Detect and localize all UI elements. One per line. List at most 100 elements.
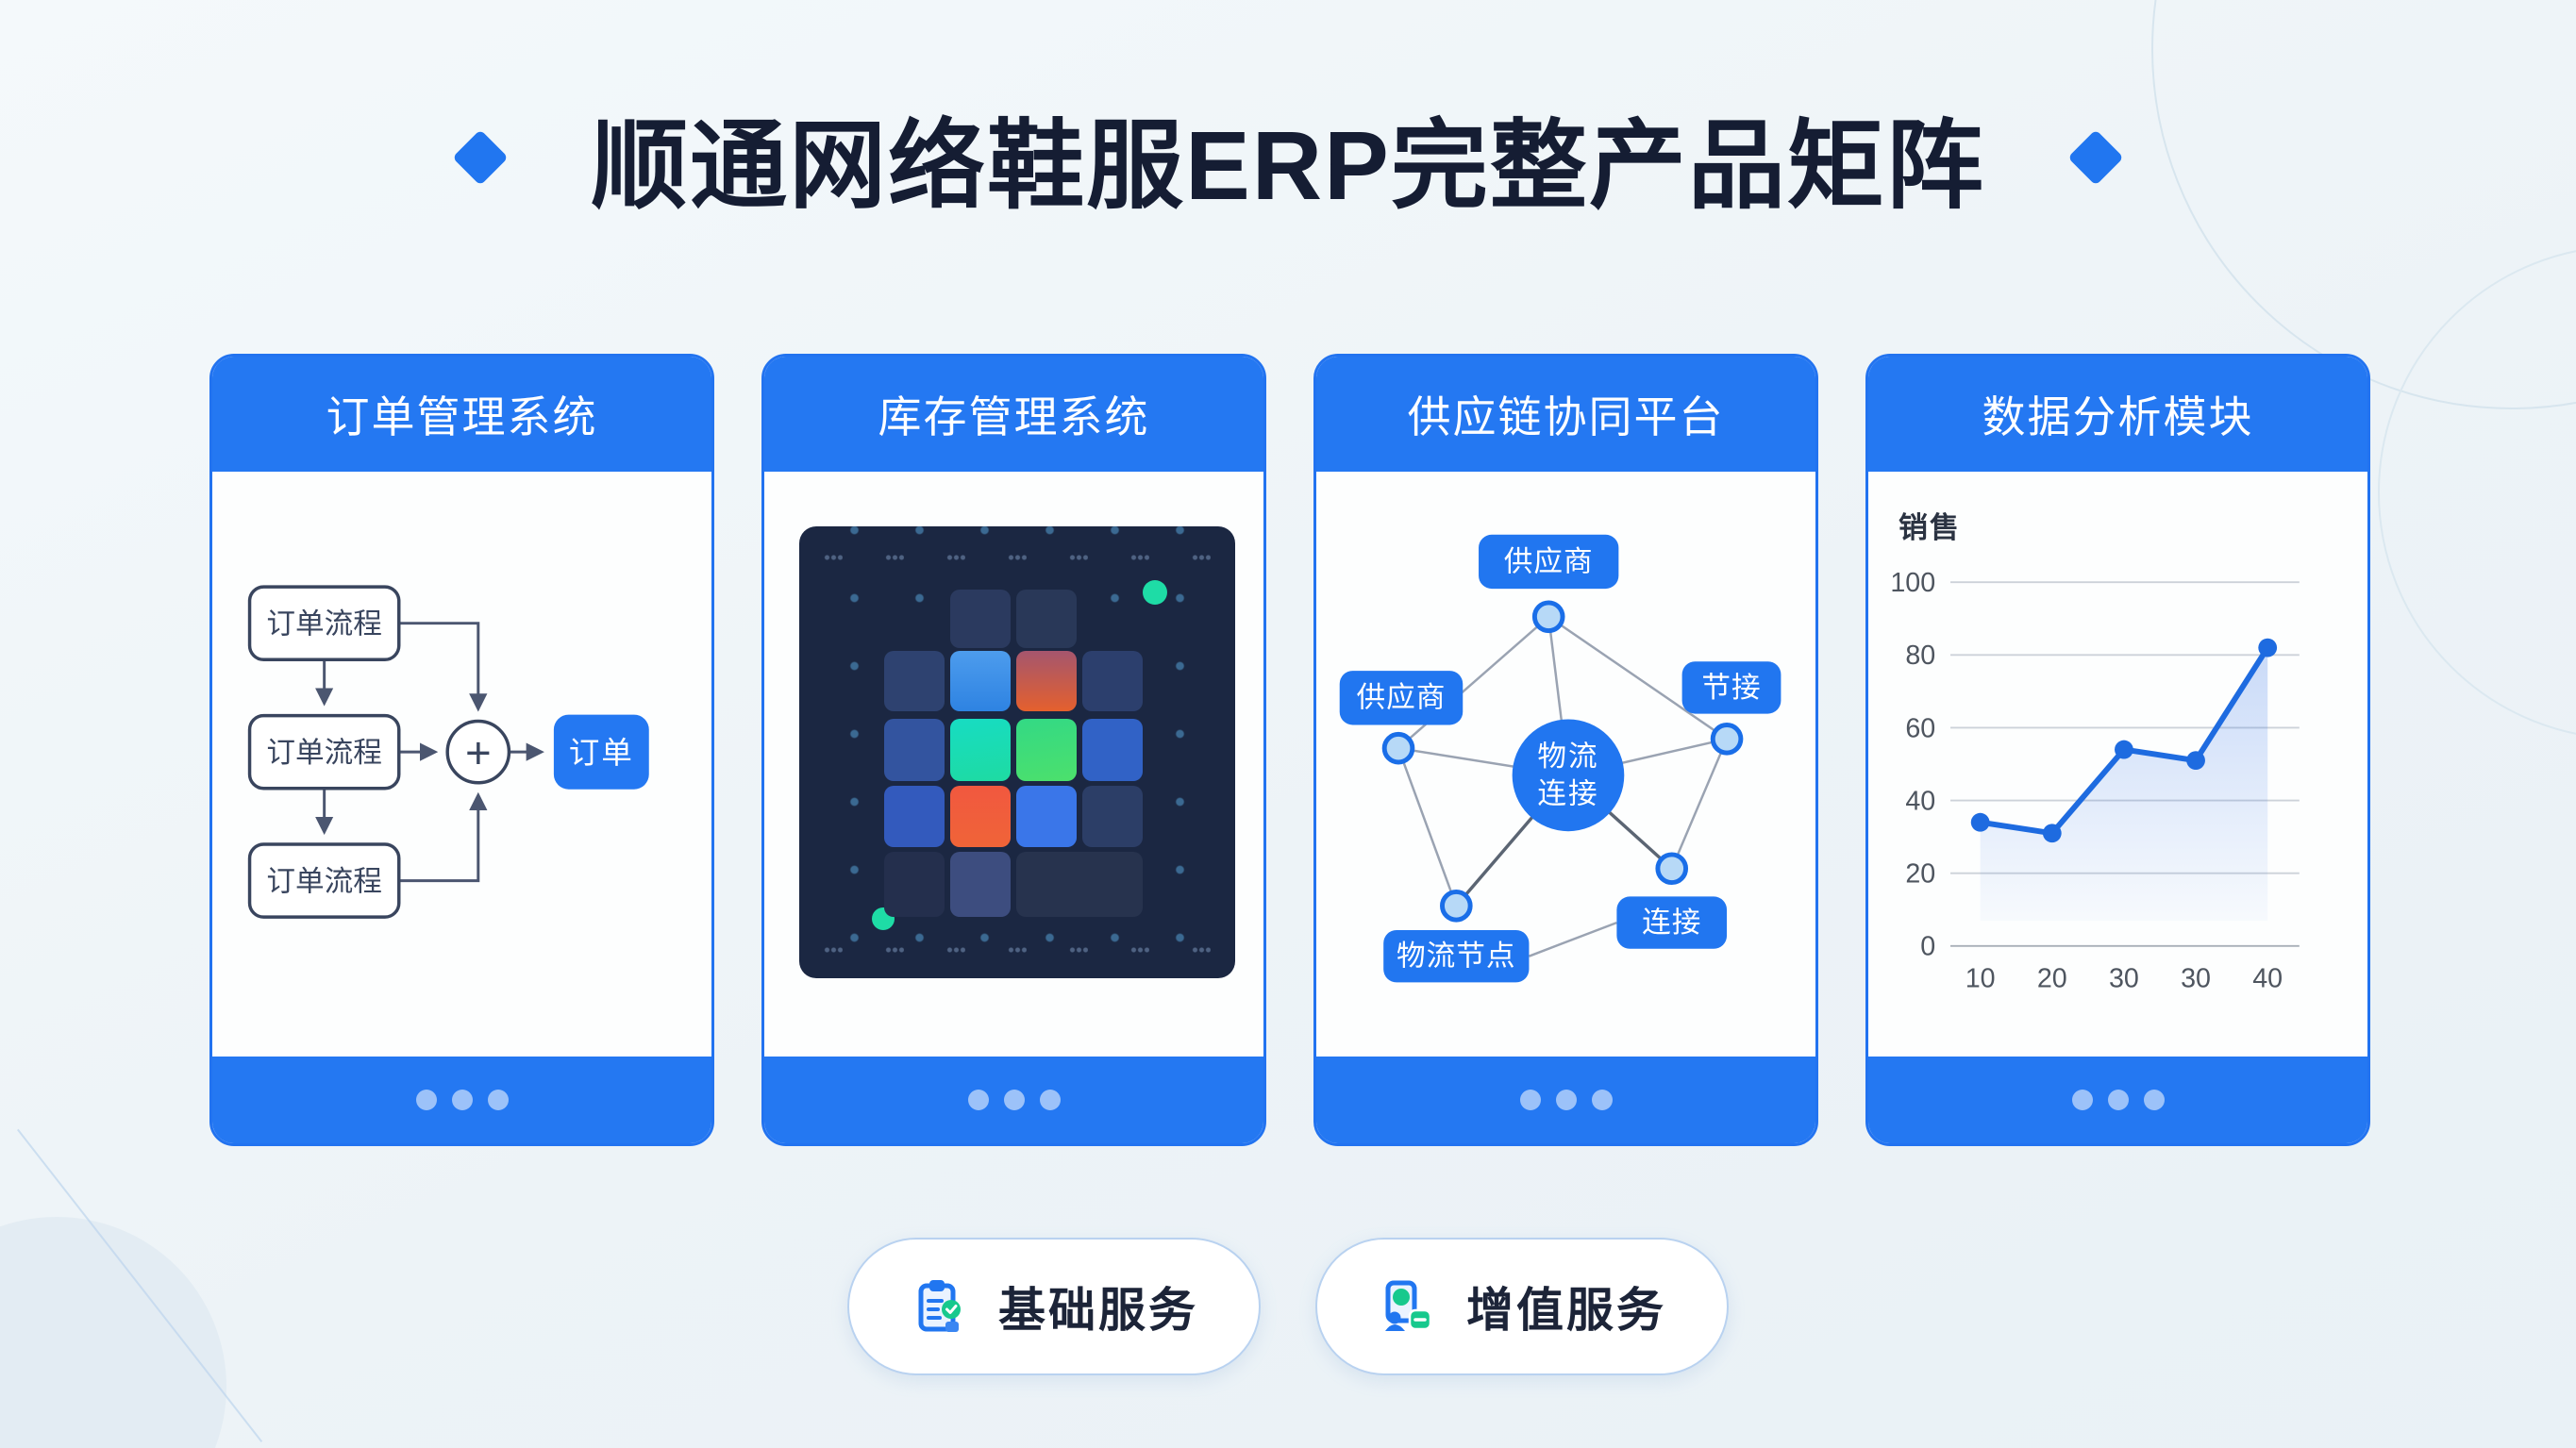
- heatmap-cell: [950, 852, 1011, 917]
- heatmap-cell: [1016, 590, 1077, 648]
- network-edge: [1547, 615, 1728, 741]
- network-label: 物流节点: [1397, 940, 1516, 973]
- carousel-dots: [764, 1057, 1263, 1143]
- card-header-analytics: 数据分析模块: [1868, 357, 2367, 472]
- network-svg: 物流 连接 供应商 供应商 节接 物流节点 连接: [1339, 534, 1781, 983]
- carousel-dot[interactable]: [487, 1090, 509, 1110]
- heatmap-cell: [950, 590, 1011, 648]
- flow-step-label: 订单流程: [266, 608, 382, 641]
- svg-text:40: 40: [1905, 786, 1935, 816]
- diamond-icon-right: [2067, 128, 2124, 186]
- carousel-dot[interactable]: [1555, 1090, 1577, 1110]
- heatmap-cell: [950, 719, 1011, 781]
- cards-row: 订单管理系统: [209, 354, 2370, 1146]
- decor-circle-right: [2378, 245, 2576, 740]
- carousel-dot[interactable]: [1003, 1090, 1025, 1110]
- legend-label: 增值服务: [1466, 1284, 1666, 1337]
- flow-step-box: [247, 842, 401, 919]
- page-title: 顺通网络鞋服ERP完整产品矩阵: [591, 111, 1985, 220]
- network-hub: [1512, 719, 1625, 832]
- network-label-box: [1681, 661, 1781, 714]
- heatmap-highlight-dot: [1143, 580, 1167, 605]
- heatmap-cell: [1082, 719, 1143, 781]
- page-header: 顺通网络鞋服ERP完整产品矩阵: [0, 87, 2576, 227]
- network-label: 连接: [1642, 907, 1701, 939]
- flow-arrow: [398, 791, 488, 883]
- carousel-dot[interactable]: [967, 1090, 989, 1110]
- merge-node: [445, 719, 511, 785]
- carousel-dot[interactable]: [1039, 1090, 1061, 1110]
- order-flowchart: 订单流程 订单流程 订单流程 + 订单: [212, 472, 711, 1057]
- carousel-dots: [1316, 1057, 1815, 1143]
- heatmap-cell: [884, 651, 945, 711]
- svg-text:100: 100: [1890, 568, 1935, 598]
- carousel-dot[interactable]: [2107, 1090, 2129, 1110]
- heatmap-axis-marks-top: [824, 555, 1211, 560]
- flow-arrow: [398, 622, 488, 712]
- card-title: 库存管理系统: [878, 392, 1150, 441]
- flow-step-box: [247, 585, 401, 661]
- hub-label-line2: 连接: [1537, 778, 1598, 810]
- carousel-dots: [212, 1057, 711, 1143]
- hub-label-line1: 物流: [1537, 741, 1598, 773]
- network-edge: [1397, 747, 1458, 907]
- carousel-dot[interactable]: [2071, 1090, 2093, 1110]
- heatmap-cell: [884, 786, 945, 847]
- svg-text:30: 30: [2181, 963, 2211, 993]
- customer-service-icon: [1385, 1280, 1432, 1331]
- inventory-heatmap: [764, 472, 1263, 1057]
- flow-step-label: 订单流程: [266, 737, 382, 769]
- carousel-dot[interactable]: [415, 1090, 437, 1110]
- legend-row: 基础服务 增值服务: [0, 1238, 2576, 1375]
- heatmap-cell: [1016, 786, 1077, 847]
- svg-text:20: 20: [1905, 859, 1935, 890]
- heatmap-cell: [1016, 651, 1077, 711]
- card-header-supply-chain: 供应链协同平台: [1316, 357, 1815, 472]
- svg-text:60: 60: [1905, 713, 1935, 743]
- carousel-dot[interactable]: [2143, 1090, 2165, 1110]
- flow-step-box: [247, 713, 401, 791]
- supply-chain-network: 物流 连接 供应商 供应商 节接 物流节点 连接: [1316, 472, 1815, 1057]
- card-title: 供应链协同平台: [1407, 392, 1725, 441]
- svg-text:30: 30: [2109, 963, 2139, 993]
- card-title: 数据分析模块: [1982, 392, 2254, 441]
- svg-text:80: 80: [1905, 641, 1935, 671]
- network-label-box: [1479, 534, 1619, 590]
- network-node: [1531, 600, 1565, 634]
- carousel-dot[interactable]: [1591, 1090, 1613, 1110]
- order-flowchart-svg: 订单流程 订单流程 订单流程 + 订单: [247, 585, 649, 919]
- network-edge: [1397, 615, 1550, 750]
- network-edge: [1670, 738, 1729, 870]
- carousel-dot[interactable]: [1519, 1090, 1541, 1110]
- heatmap-cell: [884, 852, 945, 917]
- card-header-order: 订单管理系统: [212, 357, 711, 472]
- flow-result-label: 订单: [569, 735, 634, 770]
- network-label: 节接: [1701, 672, 1761, 704]
- basic-services-button[interactable]: 基础服务: [847, 1238, 1261, 1375]
- carousel-dot[interactable]: [451, 1090, 473, 1110]
- flow-result-box: [553, 714, 649, 790]
- merge-symbol: +: [465, 728, 492, 778]
- card-supply-chain: 供应链协同平台: [1313, 354, 1818, 1146]
- svg-text:40: 40: [2252, 963, 2283, 993]
- chart-title: 销售: [1899, 511, 1961, 544]
- svg-text:10: 10: [1965, 963, 1996, 993]
- heatmap-cell: [1082, 651, 1143, 711]
- heatmap-axis-marks-bottom: [824, 947, 1211, 953]
- heatmap-cell: [950, 786, 1011, 847]
- network-label-box: [1339, 671, 1464, 725]
- heatmap-cell: [1016, 852, 1143, 917]
- card-order-management: 订单管理系统: [209, 354, 714, 1146]
- network-label-box: [1616, 896, 1728, 949]
- heatmap-cell: [950, 651, 1011, 711]
- network-label-box: [1383, 930, 1530, 983]
- card-header-inventory: 库存管理系统: [764, 357, 1263, 472]
- svg-text:20: 20: [2037, 963, 2067, 993]
- heatmap-panel: [799, 526, 1235, 978]
- network-label: 供应商: [1357, 682, 1447, 714]
- value-added-services-button[interactable]: 增值服务: [1315, 1238, 1729, 1375]
- diamond-icon-left: [452, 128, 509, 186]
